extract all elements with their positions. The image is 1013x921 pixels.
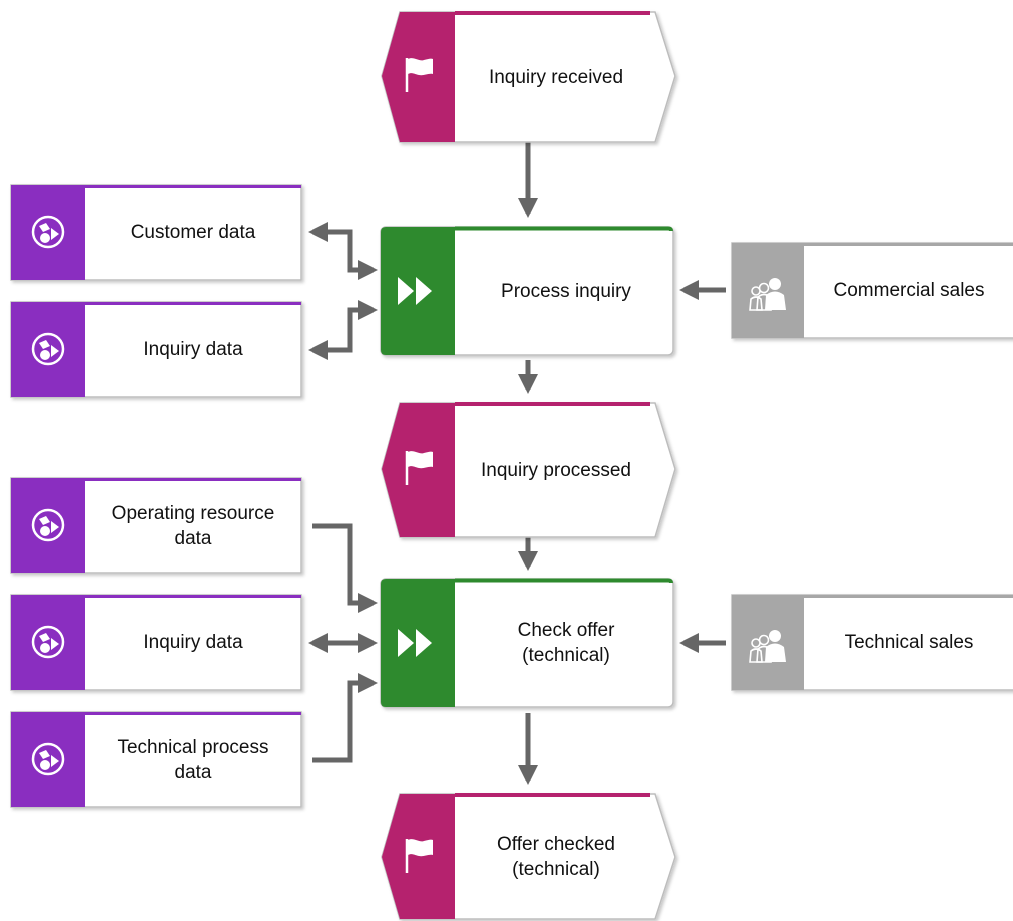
data-object-icon <box>31 508 65 542</box>
arrow-inquiry-data-1-process-inquiry <box>308 300 378 360</box>
data-label-inquiry-data-1: Inquiry data <box>143 339 243 360</box>
org-label-commercial-sales: Commercial sales <box>833 280 985 301</box>
people-group-icon <box>749 630 786 663</box>
flag-icon <box>405 839 433 873</box>
event-label-inquiry-received: Inquiry received <box>488 66 624 88</box>
data-object-icon <box>31 332 65 366</box>
fast-forward-icon <box>398 629 432 657</box>
org-label-technical-sales: Technical sales <box>844 632 974 653</box>
event-inquiry-processed[interactable] <box>381 402 676 538</box>
event-offer-checked[interactable] <box>381 793 676 920</box>
data-technical-process-data[interactable] <box>10 711 302 808</box>
arrow-technical-process-data-to-check-offer <box>312 673 378 763</box>
data-object-icon <box>31 625 65 659</box>
data-operating-resource-data[interactable] <box>10 477 302 574</box>
data-label-operating-resource-data: Operating resource data <box>111 502 275 549</box>
arrow-operating-resource-data-to-check-offer <box>312 523 378 613</box>
fast-forward-icon <box>398 277 432 305</box>
connectors <box>308 142 726 785</box>
data-label-customer-data: Customer data <box>130 222 256 243</box>
function-process-inquiry[interactable] <box>380 226 674 356</box>
event-label-offer-checked: Offer checked (technical) <box>497 833 615 880</box>
data-label-technical-process-data: Technical process data <box>117 736 269 783</box>
data-object-icon <box>31 215 65 249</box>
data-inquiry-data-1[interactable] <box>10 301 302 398</box>
org-commercial-sales[interactable] <box>731 242 1013 339</box>
arrow-customer-data-process-inquiry <box>308 222 378 280</box>
event-inquiry-received[interactable] <box>381 11 676 143</box>
flag-icon <box>405 58 433 92</box>
flag-icon <box>405 451 433 485</box>
data-object-icon <box>31 742 65 776</box>
function-label-check-offer: Check offer (technical) <box>517 620 615 666</box>
function-label-process-inquiry: Process inquiry <box>501 280 631 302</box>
data-label-inquiry-data-2: Inquiry data <box>143 632 243 653</box>
event-label-inquiry-processed: Inquiry processed <box>481 459 631 481</box>
data-customer-data[interactable] <box>10 184 302 281</box>
data-inquiry-data-2[interactable] <box>10 594 302 691</box>
people-group-icon <box>749 278 786 311</box>
